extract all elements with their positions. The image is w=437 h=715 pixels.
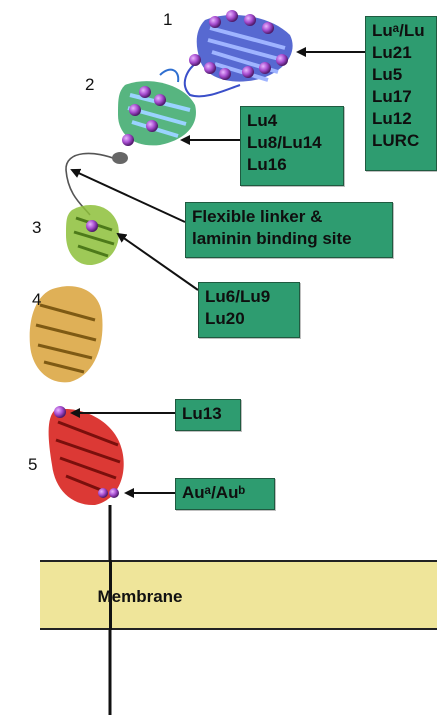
label-box-au: Auᵃ/Auᵇ bbox=[175, 478, 275, 510]
domain-number-2: 2 bbox=[85, 75, 94, 95]
label-line: Auᵃ/Auᵇ bbox=[182, 482, 268, 504]
label-line: Lu12 bbox=[372, 108, 430, 130]
label-box-domain1: Luᵃ/Lu Lu21 Lu5 Lu17 Lu12 LURC bbox=[365, 16, 437, 171]
label-line: Luᵃ/Lu bbox=[372, 20, 430, 42]
label-box-lu13: Lu13 bbox=[175, 399, 241, 431]
stalk-over-membrane bbox=[109, 560, 112, 630]
membrane-label: Membrane bbox=[40, 562, 240, 632]
label-box-linker: Flexible linker & laminin binding site bbox=[185, 202, 393, 258]
membrane: Membrane bbox=[40, 560, 437, 630]
domain-number-5: 5 bbox=[28, 455, 37, 475]
label-line: laminin binding site bbox=[192, 228, 386, 250]
label-line: Lu6/Lu9 bbox=[205, 286, 293, 308]
label-line: LURC bbox=[372, 130, 430, 152]
domain-2-structure bbox=[112, 70, 196, 164]
domain-number-4: 4 bbox=[32, 290, 41, 310]
label-line: Lu5 bbox=[372, 64, 430, 86]
label-box-domain2: Lu4 Lu8/Lu14 Lu16 bbox=[240, 106, 344, 186]
label-line: Lu13 bbox=[182, 403, 234, 425]
domain-1-structure bbox=[185, 15, 293, 96]
label-line: Lu16 bbox=[247, 154, 337, 176]
domain-number-1: 1 bbox=[163, 10, 172, 30]
domain-number-3: 3 bbox=[32, 218, 41, 238]
label-line: Lu17 bbox=[372, 86, 430, 108]
label-line: Lu21 bbox=[372, 42, 430, 64]
label-box-domain3: Lu6/Lu9 Lu20 bbox=[198, 282, 300, 338]
label-line: Lu20 bbox=[205, 308, 293, 330]
label-line: Flexible linker & bbox=[192, 206, 386, 228]
label-line: Lu4 bbox=[247, 110, 337, 132]
label-line: Lu8/Lu14 bbox=[247, 132, 337, 154]
domain-3-structure bbox=[66, 205, 119, 265]
